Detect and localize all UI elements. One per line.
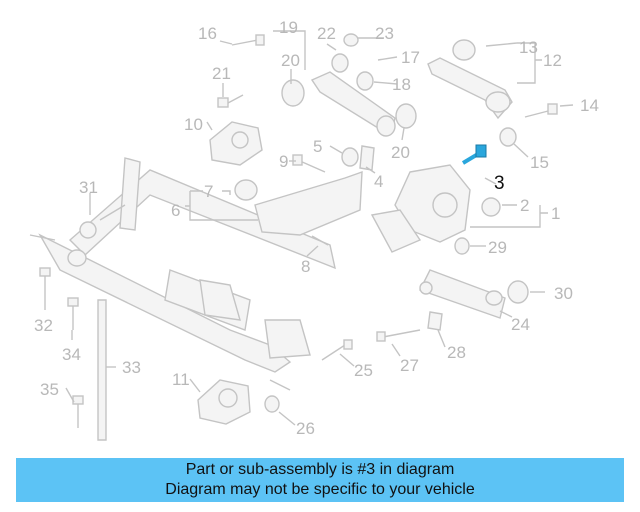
callout-20-a: 20 xyxy=(281,51,300,70)
callout-32: 32 xyxy=(34,316,53,335)
callout-labels: 1 2 3 4 5 6 7 8 9 10 11 12 13 14 15 16 1… xyxy=(34,18,599,438)
callout-2: 2 xyxy=(520,196,529,215)
small-parts xyxy=(67,33,529,413)
callout-3: 3 xyxy=(494,173,505,194)
callout-33: 33 xyxy=(122,358,141,377)
link-24 xyxy=(419,269,506,319)
mount-11 xyxy=(197,379,251,425)
callout-11: 11 xyxy=(172,370,190,389)
callout-34: 34 xyxy=(62,345,81,364)
callout-28: 28 xyxy=(447,343,466,362)
callout-27: 27 xyxy=(400,356,419,375)
rear-subframe xyxy=(29,157,336,373)
callout-4: 4 xyxy=(374,172,383,191)
mount-10 xyxy=(209,121,263,166)
callout-8: 8 xyxy=(301,257,310,276)
callout-14: 14 xyxy=(580,96,599,115)
callout-26: 26 xyxy=(296,419,315,438)
callout-30: 30 xyxy=(554,284,573,303)
banner-line-disclaimer: Diagram may not be specific to your vehi… xyxy=(165,481,475,498)
spring-arm-7 xyxy=(234,170,363,236)
callout-21: 21 xyxy=(212,64,231,83)
knuckle-1 xyxy=(370,164,501,253)
info-banner: Part or sub-assembly is #3 in diagram Di… xyxy=(16,458,624,502)
leader-lines xyxy=(44,30,574,426)
callout-31: 31 xyxy=(79,178,98,197)
callout-24: 24 xyxy=(511,315,530,334)
callout-19: 19 xyxy=(279,18,298,37)
callout-7: 7 xyxy=(204,182,213,201)
callout-1: 1 xyxy=(551,204,560,223)
callout-16: 16 xyxy=(198,24,217,43)
lower-arm-13 xyxy=(427,39,513,120)
callout-35: 35 xyxy=(40,380,59,399)
callout-13: 13 xyxy=(519,38,538,57)
callout-18: 18 xyxy=(392,75,411,94)
callout-15: 15 xyxy=(530,153,549,172)
callout-6: 6 xyxy=(171,201,180,220)
callout-22: 22 xyxy=(317,24,336,43)
callout-5: 5 xyxy=(313,137,322,156)
callout-29: 29 xyxy=(488,238,507,257)
bolts xyxy=(39,34,558,441)
bolt-3-highlight xyxy=(461,144,487,165)
callout-23: 23 xyxy=(375,24,394,43)
parts-diagram: 1 2 3 4 5 6 7 8 9 10 11 12 13 14 15 16 1… xyxy=(29,18,599,441)
callout-9: 9 xyxy=(279,152,288,171)
callout-20-b: 20 xyxy=(391,143,410,162)
banner-line-part: Part or sub-assembly is #3 in diagram xyxy=(185,461,455,478)
callout-12: 12 xyxy=(543,51,562,70)
callout-25: 25 xyxy=(354,361,373,380)
callout-10: 10 xyxy=(184,115,203,134)
upper-arm-19 xyxy=(281,71,417,137)
callout-17: 17 xyxy=(401,48,420,67)
